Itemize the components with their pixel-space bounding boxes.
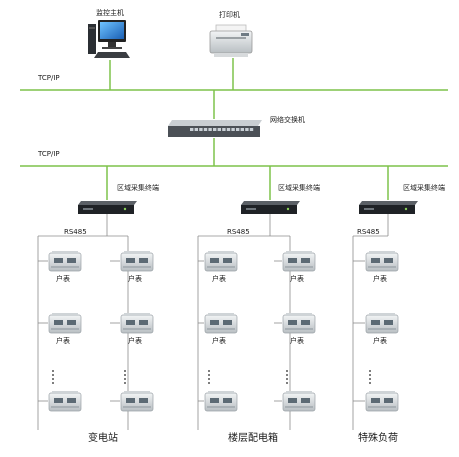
electric-meter-icon <box>282 250 316 272</box>
more-meters-ellipsis <box>208 370 211 386</box>
printer-label: 打印机 <box>219 11 240 19</box>
collector-terminal-icon <box>358 199 420 215</box>
rs485-label-2: RS485 <box>227 228 250 236</box>
meter-label: 户表 <box>373 275 387 283</box>
gateway-label-3: 区域采集终端 <box>403 184 445 192</box>
meter-label: 户表 <box>212 337 226 345</box>
electric-meter-icon <box>365 250 399 272</box>
switch-label: 网络交换机 <box>270 116 305 124</box>
meter-label: 户表 <box>128 337 142 345</box>
electric-meter-icon <box>48 250 82 272</box>
meter-label: 户表 <box>212 275 226 283</box>
network-switch-icon <box>168 120 262 137</box>
gateway-label-1: 区域采集终端 <box>117 184 159 192</box>
meter-label: 户表 <box>290 275 304 283</box>
monitoring-pc-icon <box>88 20 130 58</box>
electric-meter-icon <box>282 312 316 334</box>
meter-label: 户表 <box>290 337 304 345</box>
group-label-3: 特殊负荷 <box>358 433 398 444</box>
electric-meter-icon <box>48 312 82 334</box>
collector-terminal-icon <box>240 199 302 215</box>
lower-tcpip-label: TCP/IP <box>38 150 60 158</box>
upper-tcpip-label: TCP/IP <box>38 74 60 82</box>
electric-meter-icon <box>365 390 399 412</box>
group-label-1: 变电站 <box>88 433 118 444</box>
printer-icon <box>209 24 253 57</box>
electric-meter-icon <box>120 250 154 272</box>
electric-meter-icon <box>120 390 154 412</box>
electric-meter-icon <box>204 312 238 334</box>
group-label-2: 楼层配电箱 <box>228 433 278 444</box>
gateway-label-2: 区域采集终端 <box>278 184 320 192</box>
meter-label: 户表 <box>56 275 70 283</box>
workstation-label: 监控主机 <box>96 9 124 17</box>
electric-meter-icon <box>204 250 238 272</box>
rs485-label-1: RS485 <box>64 228 87 236</box>
more-meters-ellipsis <box>52 370 55 386</box>
electric-meter-icon <box>204 390 238 412</box>
electric-meter-icon <box>48 390 82 412</box>
rs485-label-3: RS485 <box>357 228 380 236</box>
meter-label: 户表 <box>128 275 142 283</box>
meter-label: 户表 <box>373 337 387 345</box>
more-meters-ellipsis <box>369 370 372 386</box>
electric-meter-icon <box>282 390 316 412</box>
more-meters-ellipsis <box>286 370 289 386</box>
meter-label: 户表 <box>56 337 70 345</box>
collector-terminal-icon <box>77 199 139 215</box>
electric-meter-icon <box>120 312 154 334</box>
more-meters-ellipsis <box>124 370 127 386</box>
electric-meter-icon <box>365 312 399 334</box>
